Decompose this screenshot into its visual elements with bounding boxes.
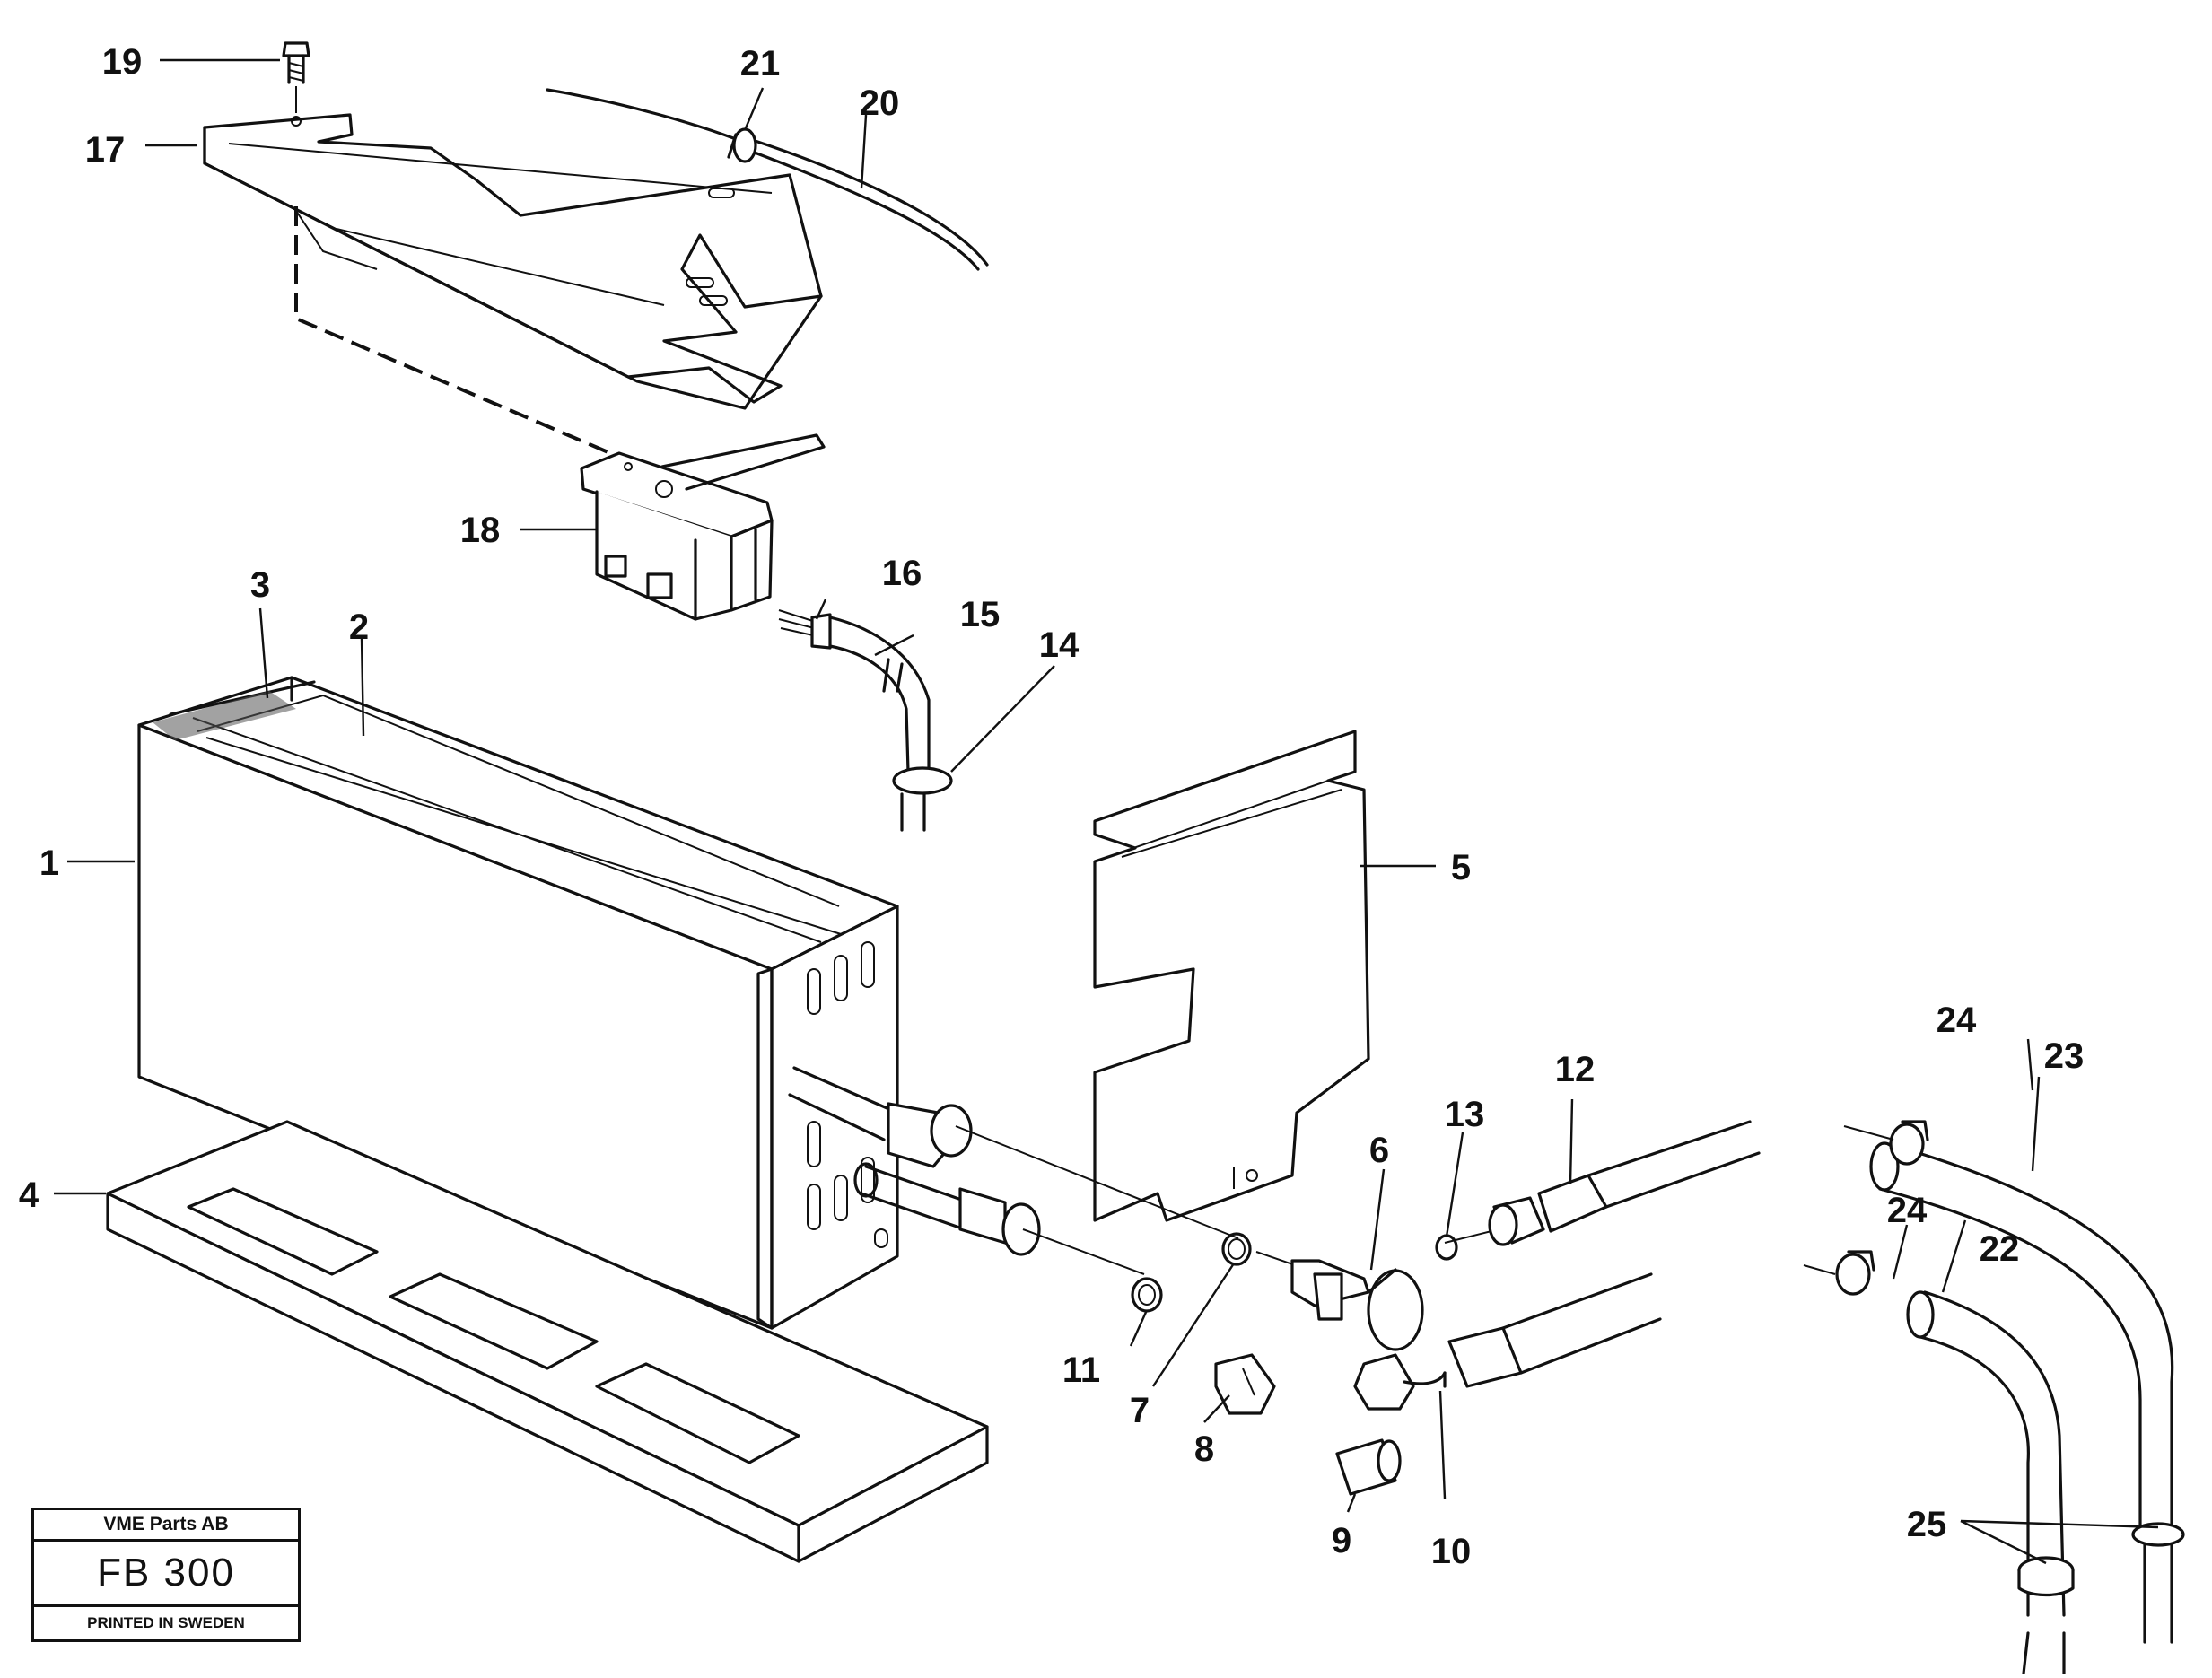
callout-18: 18 xyxy=(460,511,501,550)
callout-25: 25 xyxy=(1907,1505,1947,1544)
callout-20: 20 xyxy=(860,83,900,123)
callout-labels: 19 17 21 20 18 16 15 14 3 2 1 5 4 6 13 1… xyxy=(19,42,2084,1571)
callout-24-top: 24 xyxy=(1937,1001,1977,1040)
callout-3: 3 xyxy=(250,565,270,605)
callout-2: 2 xyxy=(349,607,369,647)
stamp-printed: PRINTED IN SWEDEN xyxy=(87,1614,245,1631)
callout-14: 14 xyxy=(1039,625,1080,665)
callout-8: 8 xyxy=(1194,1429,1214,1469)
callout-23: 23 xyxy=(2044,1036,2085,1076)
callout-21: 21 xyxy=(740,44,781,83)
callout-1: 1 xyxy=(39,843,59,883)
callout-12: 12 xyxy=(1555,1050,1596,1089)
callout-19: 19 xyxy=(102,42,143,82)
callout-16: 16 xyxy=(882,554,922,593)
callout-4: 4 xyxy=(19,1175,39,1215)
dashed-assembly-line xyxy=(294,206,611,455)
callout-10: 10 xyxy=(1431,1532,1472,1571)
callout-24-bottom: 24 xyxy=(1887,1191,1928,1230)
stamp-code: FB 300 xyxy=(34,1542,298,1607)
callout-9: 9 xyxy=(1332,1521,1351,1560)
heater-unit xyxy=(137,676,1041,1330)
cover-panel xyxy=(1093,730,1370,1222)
fittings xyxy=(955,1120,1761,1496)
hoses xyxy=(1803,1120,2185,1675)
callout-17: 17 xyxy=(85,130,126,170)
callout-13: 13 xyxy=(1445,1095,1485,1134)
callout-22: 22 xyxy=(1980,1229,2020,1269)
callout-6: 6 xyxy=(1369,1131,1389,1170)
mounting-bracket xyxy=(203,113,823,410)
stamp-company: VME Parts AB xyxy=(34,1510,298,1542)
title-stamp: VME Parts AB FB 300 PRINTED IN SWEDEN xyxy=(31,1508,301,1642)
switch-unit xyxy=(580,433,826,621)
wiring-harness xyxy=(778,609,953,832)
screw xyxy=(282,41,310,113)
callout-15: 15 xyxy=(960,595,1001,634)
callout-7: 7 xyxy=(1130,1391,1150,1430)
leader-lines xyxy=(54,58,2159,1565)
callout-11: 11 xyxy=(1062,1350,1100,1390)
callout-5: 5 xyxy=(1451,848,1471,887)
base-plate xyxy=(106,1120,989,1563)
